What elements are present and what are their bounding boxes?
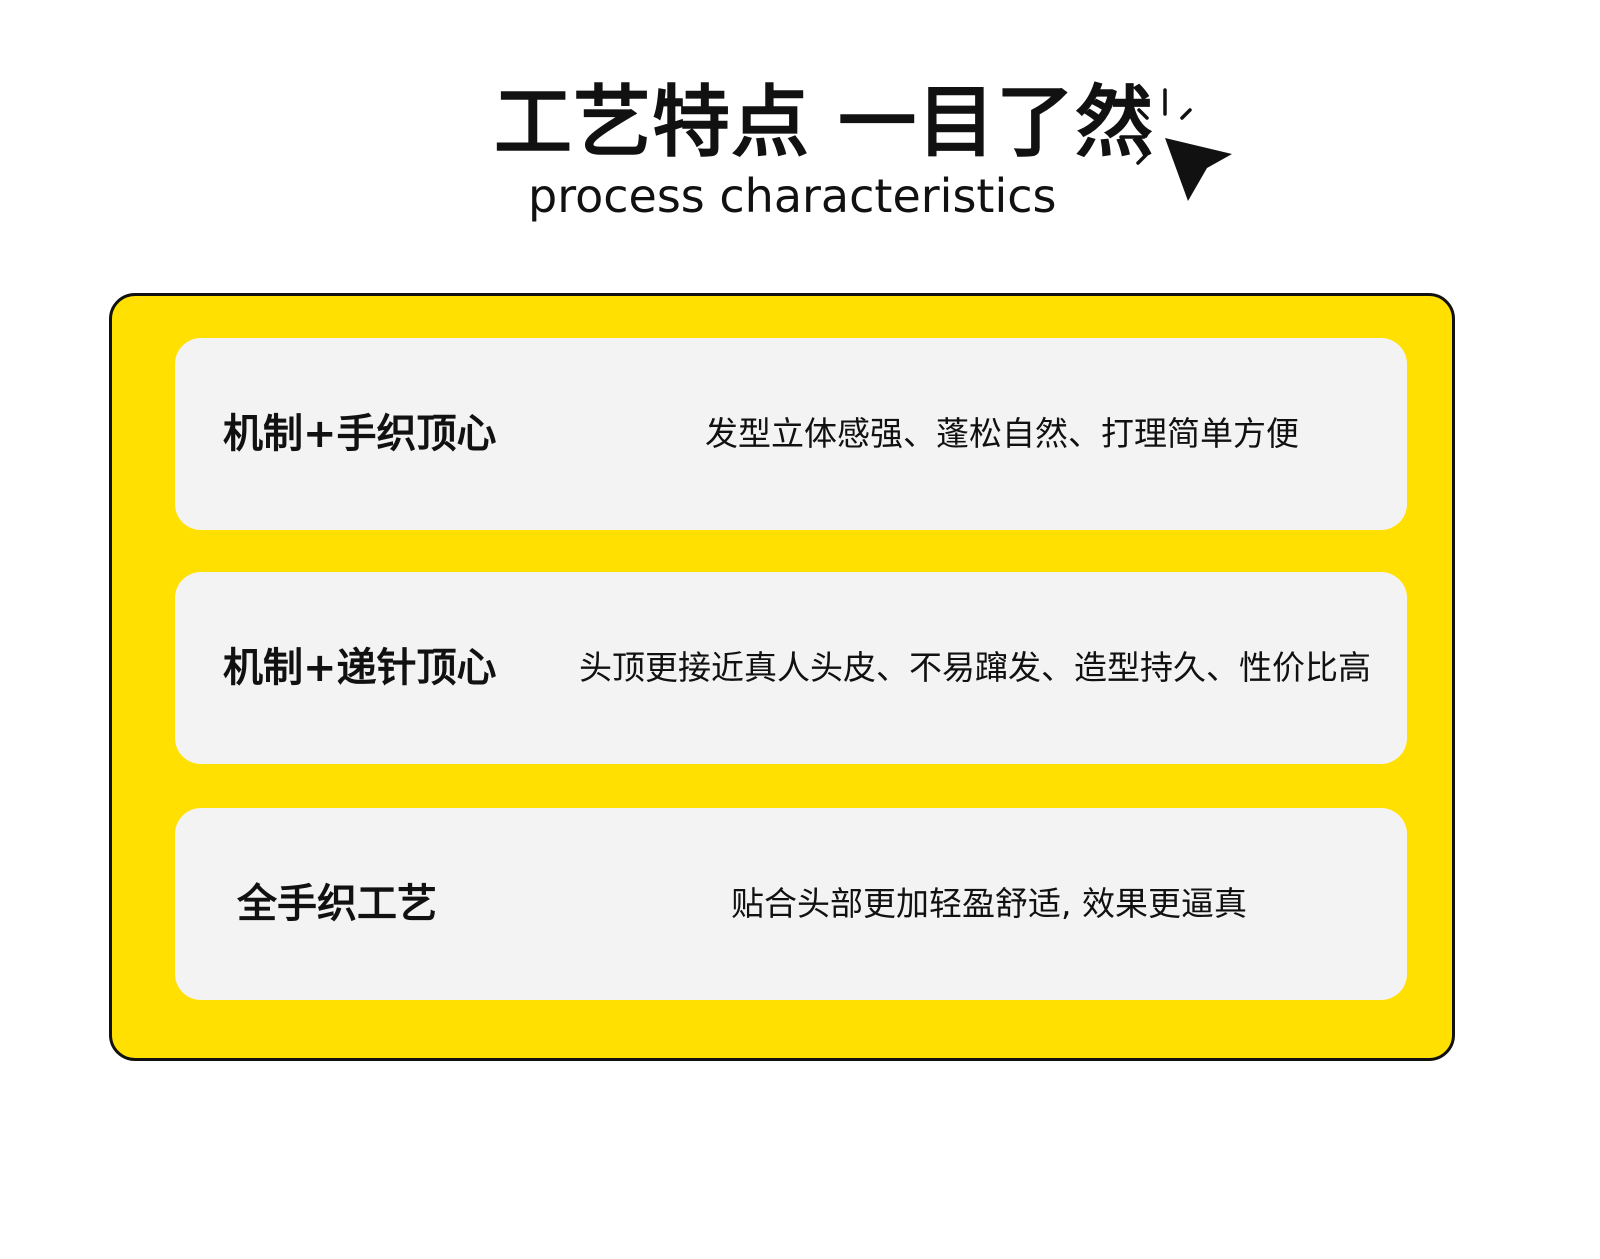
feature-description: 贴合头部更加轻盈舒适, 效果更逼真: [731, 884, 1247, 923]
feature-description: 发型立体感强、蓬松自然、打理简单方便: [705, 414, 1299, 453]
feature-label: 机制+手织顶心: [223, 411, 497, 457]
feature-description: 头顶更接近真人头皮、不易蹿发、造型持久、性价比高: [579, 648, 1371, 687]
cursor-click-icon: [1119, 88, 1232, 201]
feature-card: 机制+递针顶心 头顶更接近真人头皮、不易蹿发、造型持久、性价比高: [175, 572, 1407, 764]
feature-label: 全手织工艺: [237, 881, 437, 927]
feature-card: 全手织工艺 贴合头部更加轻盈舒适, 效果更逼真: [175, 808, 1407, 1000]
feature-label: 机制+递针顶心: [223, 645, 497, 691]
feature-card: 机制+手织顶心 发型立体感强、蓬松自然、打理简单方便: [175, 338, 1407, 530]
page-subtitle: process characteristics: [528, 169, 1057, 223]
page-title: 工艺特点 一目了然: [494, 78, 1155, 168]
